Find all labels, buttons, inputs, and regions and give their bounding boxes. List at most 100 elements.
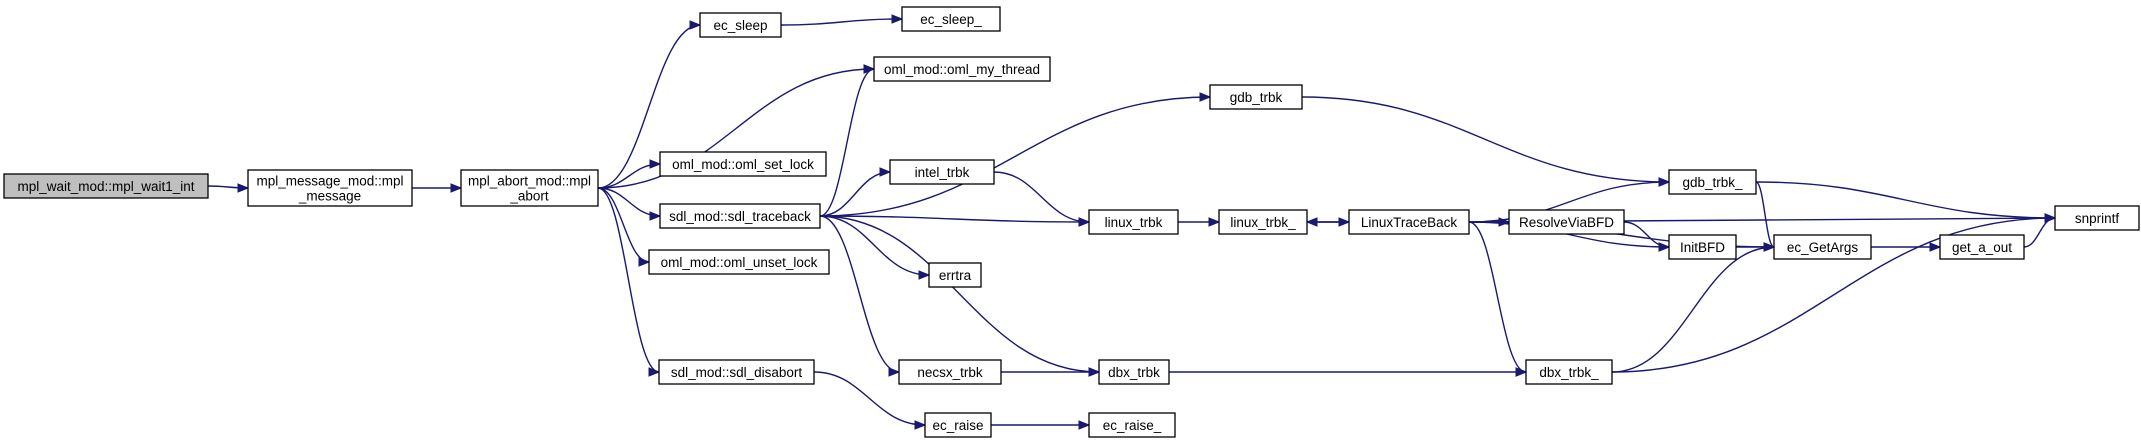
node-box[interactable]: [1668, 169, 1757, 195]
node-box[interactable]: [1668, 234, 1737, 260]
node-box[interactable]: [901, 6, 1001, 32]
node-box[interactable]: [898, 359, 1002, 385]
edge-sdl_traceback-to-intel_trbk: [819, 167, 892, 217]
edge-sdl_traceback-to-gdb_trbk: [819, 92, 1212, 217]
node-box[interactable]: [659, 203, 821, 229]
edge-sdl_disabort-to-ec_raise: [813, 371, 927, 430]
node-label: gdb_trbk_: [1682, 175, 1743, 190]
edge-mpl_abort-to-oml_unset_lock: [597, 187, 651, 267]
node-box[interactable]: [658, 359, 815, 385]
node-box[interactable]: [1939, 234, 2025, 260]
node-box[interactable]: [648, 249, 830, 275]
node-box[interactable]: [460, 169, 599, 207]
edge-ec_GetArgs-to-get_a_out: [1871, 242, 1942, 252]
edge-necsx_trbk-to-dbx_trbk: [1001, 367, 1101, 377]
edge-ec_raise-to-ec_raise_: [990, 420, 1091, 430]
node-box[interactable]: [1098, 359, 1170, 385]
node-ec-sleep-[interactable]: ec_sleep_: [901, 6, 1001, 32]
node-box[interactable]: [247, 169, 413, 207]
node-label: get_a_out: [1952, 240, 2012, 255]
node-label: gdb_trbk: [1230, 90, 1283, 105]
node-label: mpl_wait_mod::mpl_wait1_int: [17, 179, 194, 194]
node-label: InitBFD: [1680, 240, 1725, 255]
node-box[interactable]: [1209, 84, 1303, 110]
node-ec-raise[interactable]: ec_raise: [924, 412, 992, 438]
edge-gdb_trbk-to-gdb_trbk_: [1301, 96, 1671, 187]
node-label: oml_mod::oml_unset_lock: [661, 255, 818, 270]
node-label: ResolveViaBFD: [1519, 215, 1614, 230]
node-ec-GetArgs[interactable]: ec_GetArgs: [1773, 234, 1872, 260]
node-sdl-disabort[interactable]: sdl_mod::sdl_disabort: [658, 359, 815, 385]
node-errtra[interactable]: errtra: [928, 262, 982, 288]
node-label: snprintf: [2075, 211, 2120, 226]
node-label: ec_raise_: [1103, 418, 1162, 433]
node-dbx-trbk-[interactable]: dbx_trbk_: [1525, 359, 1613, 385]
function-nodes: mpl_wait_mod::mpl_wait1_int mpl_message_m…: [3, 6, 2140, 438]
node-linux-trbk-[interactable]: linux_trbk_: [1218, 209, 1308, 235]
node-label: linux_trbk_: [1230, 215, 1296, 230]
node-box[interactable]: [889, 159, 995, 185]
node-box[interactable]: [1088, 412, 1176, 438]
edge-gdb_trbk_-to-snprintf: [1755, 181, 2057, 223]
edge-sdl_traceback-to-necsx_trbk: [819, 215, 901, 377]
node-label: mpl_abort_mod::mpl: [468, 174, 591, 189]
node-box[interactable]: [2054, 205, 2140, 231]
node-label: oml_mod::oml_set_lock: [672, 157, 814, 172]
node-label: errtra: [939, 268, 972, 283]
node-sdl-traceback[interactable]: sdl_mod::sdl_traceback: [659, 203, 821, 229]
node-gdb-trbk[interactable]: gdb_trbk: [1209, 84, 1303, 110]
edge-sdl_traceback-to-linux_trbk: [819, 215, 1091, 227]
node-mpl-message[interactable]: mpl_message_mod::mpl_message: [247, 169, 413, 207]
edge-ResolveViaBFD-to-InitBFD: [1623, 221, 1671, 252]
node-oml-unset-lock[interactable]: oml_mod::oml_unset_lock: [648, 249, 830, 275]
edge-LinuxTraceBack-to-linux_trbk_: [1305, 217, 1349, 227]
node-box[interactable]: [924, 412, 992, 438]
edge-dbx_trbk-to-dbx_trbk_: [1169, 367, 1528, 377]
node-label: mpl_message_mod::mpl: [256, 174, 403, 189]
node-box[interactable]: [1508, 209, 1625, 235]
node-intel-trbk[interactable]: intel_trbk: [889, 159, 995, 185]
node-box[interactable]: [1088, 209, 1179, 235]
node-ResolveViaBFD[interactable]: ResolveViaBFD: [1508, 209, 1625, 235]
node-label: dbx_trbk: [1108, 365, 1160, 380]
node-dbx-trbk[interactable]: dbx_trbk: [1098, 359, 1170, 385]
edge-mpl_message-to-mpl_abort: [412, 183, 463, 193]
node-linux-trbk[interactable]: linux_trbk: [1088, 209, 1179, 235]
node-label: ec_raise: [932, 418, 983, 433]
edge-dbx_trbk_-to-ec_GetArgs: [1611, 242, 1776, 373]
node-mpl-abort[interactable]: mpl_abort_mod::mpl_abort: [460, 169, 599, 207]
node-oml-set-lock[interactable]: oml_mod::oml_set_lock: [659, 151, 827, 177]
node-box[interactable]: [1348, 209, 1470, 235]
node-box[interactable]: [928, 262, 982, 288]
node-snprintf[interactable]: snprintf: [2054, 205, 2140, 231]
node-box[interactable]: [699, 12, 782, 38]
node-get-a-out[interactable]: get_a_out: [1939, 234, 2025, 260]
edge-gdb_trbk_-to-ec_GetArgs: [1755, 181, 1776, 252]
node-box[interactable]: [1525, 359, 1613, 385]
node-label: sdl_mod::sdl_traceback: [669, 209, 811, 224]
node-label: dbx_trbk_: [1539, 365, 1599, 380]
node-mpl-wait1-int[interactable]: mpl_wait_mod::mpl_wait1_int: [3, 173, 209, 199]
node-ec-sleep[interactable]: ec_sleep: [699, 12, 782, 38]
edge-sdl_traceback-to-errtra: [819, 215, 931, 280]
node-label: ec_GetArgs: [1787, 240, 1859, 255]
node-gdb-trbk-[interactable]: gdb_trbk_: [1668, 169, 1757, 195]
node-InitBFD[interactable]: InitBFD: [1668, 234, 1737, 260]
node-box[interactable]: [659, 151, 827, 177]
node-label: LinuxTraceBack: [1361, 215, 1458, 230]
node-box[interactable]: [1773, 234, 1872, 260]
node-LinuxTraceBack[interactable]: LinuxTraceBack: [1348, 209, 1470, 235]
node-box[interactable]: [873, 56, 1051, 82]
edge-sdl_traceback-to-dbx_trbk: [819, 215, 1101, 377]
edge-mpl_abort-to-oml_set_lock: [597, 159, 662, 189]
edge-mpl_wait1_int-to-mpl_message: [207, 183, 250, 193]
node-oml-my-thread[interactable]: oml_mod::oml_my_thread: [873, 56, 1051, 82]
node-label: oml_mod::oml_my_thread: [884, 62, 1040, 77]
edge-get_a_out-to-snprintf: [2023, 213, 2057, 248]
node-label: _abort: [509, 189, 549, 204]
node-necsx-trbk[interactable]: necsx_trbk: [898, 359, 1002, 385]
node-box[interactable]: [1218, 209, 1308, 235]
node-box[interactable]: [3, 173, 209, 199]
node-ec-raise-[interactable]: ec_raise_: [1088, 412, 1176, 438]
